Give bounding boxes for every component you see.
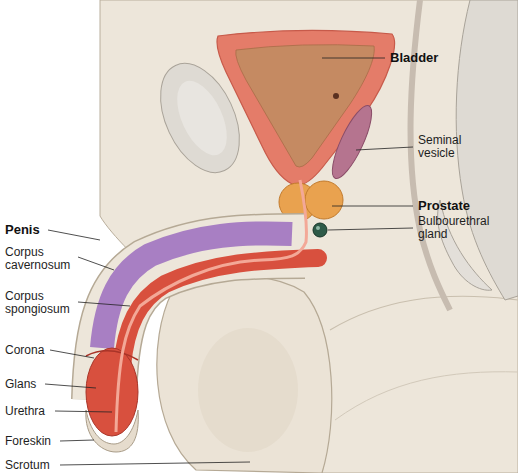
label-anchor: Scrotum xyxy=(5,459,50,472)
label-anchor: Foreskin xyxy=(5,435,51,448)
label-anchor: Corpus cavernosum xyxy=(5,246,77,272)
glans-shape xyxy=(86,348,138,436)
part-label: Urethra xyxy=(5,405,45,418)
bulbourethral-gland-shape xyxy=(313,223,327,237)
label-anchor: Penis xyxy=(5,223,40,237)
part-label: Bladder xyxy=(390,51,438,65)
part-label: Foreskin xyxy=(5,435,51,448)
bladder-wall xyxy=(217,30,394,185)
leader-line xyxy=(48,230,100,240)
leader-lines xyxy=(45,58,413,465)
testis-shading xyxy=(198,328,298,452)
sacrum-bone xyxy=(456,0,518,300)
part-label: Prostate xyxy=(418,199,470,213)
label-anchor: Prostate xyxy=(418,199,470,213)
pubic-bone-inner xyxy=(167,73,237,162)
part-label: Bulbourethral gland xyxy=(418,215,508,241)
part-label: Corpus cavernosum xyxy=(5,246,77,272)
thigh-contour xyxy=(330,296,518,330)
part-label: Corona xyxy=(5,344,44,357)
gland-highlight xyxy=(316,226,320,230)
seminal-vesicle-shape xyxy=(325,101,379,183)
label-anchor: Bulbourethral gland xyxy=(418,215,508,241)
part-label: Seminal vesicle xyxy=(418,134,478,160)
leader-line xyxy=(78,302,130,306)
leader-line xyxy=(78,257,114,270)
foreskin-shape xyxy=(86,410,138,452)
leader-line xyxy=(50,350,94,358)
leader-line xyxy=(356,147,413,150)
leader-line xyxy=(45,384,96,388)
label-anchor: Bladder xyxy=(390,51,438,65)
urethra-tube xyxy=(116,180,307,432)
scrotum-shape xyxy=(157,276,332,473)
leader-line xyxy=(60,462,250,465)
coccyx-bone xyxy=(438,200,492,290)
part-label: Scrotum xyxy=(5,459,50,472)
leader-line xyxy=(328,228,413,230)
leader-line xyxy=(60,440,94,441)
label-anchor: Urethra xyxy=(5,405,45,418)
leader-line xyxy=(332,206,413,207)
thigh-contour xyxy=(335,372,518,420)
label-anchor: Corpus spongiosum xyxy=(5,290,77,316)
part-label: Glans xyxy=(5,378,36,391)
body-region xyxy=(100,0,518,473)
corpus-spongiosum-shape xyxy=(122,258,318,366)
ureter-opening xyxy=(333,93,339,99)
part-label: Penis xyxy=(5,223,40,237)
corona-ridge xyxy=(86,351,138,360)
label-anchor: Corona xyxy=(5,344,44,357)
part-label: Corpus spongiosum xyxy=(5,290,77,316)
label-anchor: Seminal vesicle xyxy=(418,134,478,160)
prostate-lobe xyxy=(305,181,343,219)
leader-line xyxy=(55,411,112,412)
label-anchor: Glans xyxy=(5,378,36,391)
leader-line xyxy=(322,58,385,59)
